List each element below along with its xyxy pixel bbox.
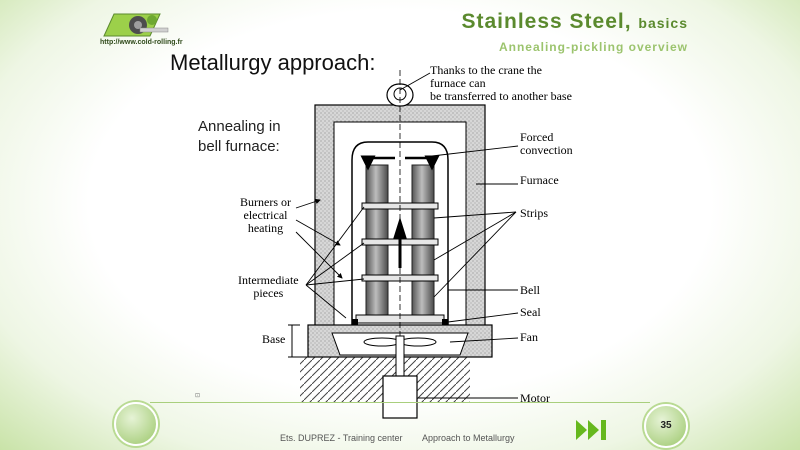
bottom-divider — [150, 402, 650, 403]
leader-lines — [295, 72, 519, 399]
label-fan: Fan — [520, 330, 538, 344]
fast-forward-icon[interactable] — [575, 418, 613, 442]
cold-rolling-logo — [103, 13, 169, 37]
motor — [382, 375, 418, 419]
note-line-1: Annealing in — [198, 118, 281, 135]
small-mark: ⊡ — [195, 393, 201, 399]
slide-subtitle: Annealing-pickling overview — [498, 40, 688, 54]
label-seal: Seal — [520, 305, 541, 319]
label-crane-line-2: furnace can — [430, 76, 486, 90]
label-crane-line-3: be transferred to another base — [430, 89, 572, 103]
label-furnace: Furnace — [520, 173, 559, 187]
label-forced-line-1: Forced — [520, 130, 554, 144]
slide-title: Stainless Steel, basics — [461, 10, 688, 34]
title-small: basics — [638, 15, 688, 31]
label-burners-line-1: Burners or — [240, 195, 291, 209]
left-ornament-circle — [114, 402, 158, 446]
page-number: 35 — [644, 404, 688, 448]
label-forced-line-2: convection — [520, 143, 573, 157]
label-crane-line-1: Thanks to the crane the — [430, 63, 542, 77]
convection-arrows — [360, 155, 440, 171]
base-dimension — [288, 324, 300, 358]
label-crane: Thanks to the crane the furnace can be t… — [430, 64, 572, 103]
title-main: Stainless Steel, — [461, 10, 632, 33]
label-burners-line-2: electrical — [243, 208, 288, 222]
label-forced-convection: Forced convection — [520, 131, 573, 157]
label-bell: Bell — [520, 283, 540, 297]
annealing-note: Annealing in bell furnace: — [198, 117, 308, 157]
fan — [363, 335, 437, 377]
label-intermediate-line-2: pieces — [253, 286, 284, 300]
logo-url[interactable]: http://www.cold-rolling.fr — [100, 39, 183, 46]
label-burners: Burners or electrical heating — [240, 196, 291, 235]
note-line-2: bell furnace: — [198, 138, 280, 155]
footer-right: Approach to Metallurgy — [422, 433, 515, 443]
label-intermediate: Intermediate pieces — [238, 274, 299, 300]
label-base: Base — [262, 332, 286, 346]
label-strips: Strips — [520, 206, 549, 220]
label-intermediate-line-1: Intermediate — [238, 273, 299, 287]
label-motor: Motor — [520, 391, 550, 405]
label-burners-line-3: heating — [247, 221, 284, 235]
section-heading: Metallurgy approach: — [170, 50, 376, 75]
footer-left: Ets. DUPREZ - Training center — [280, 433, 403, 443]
